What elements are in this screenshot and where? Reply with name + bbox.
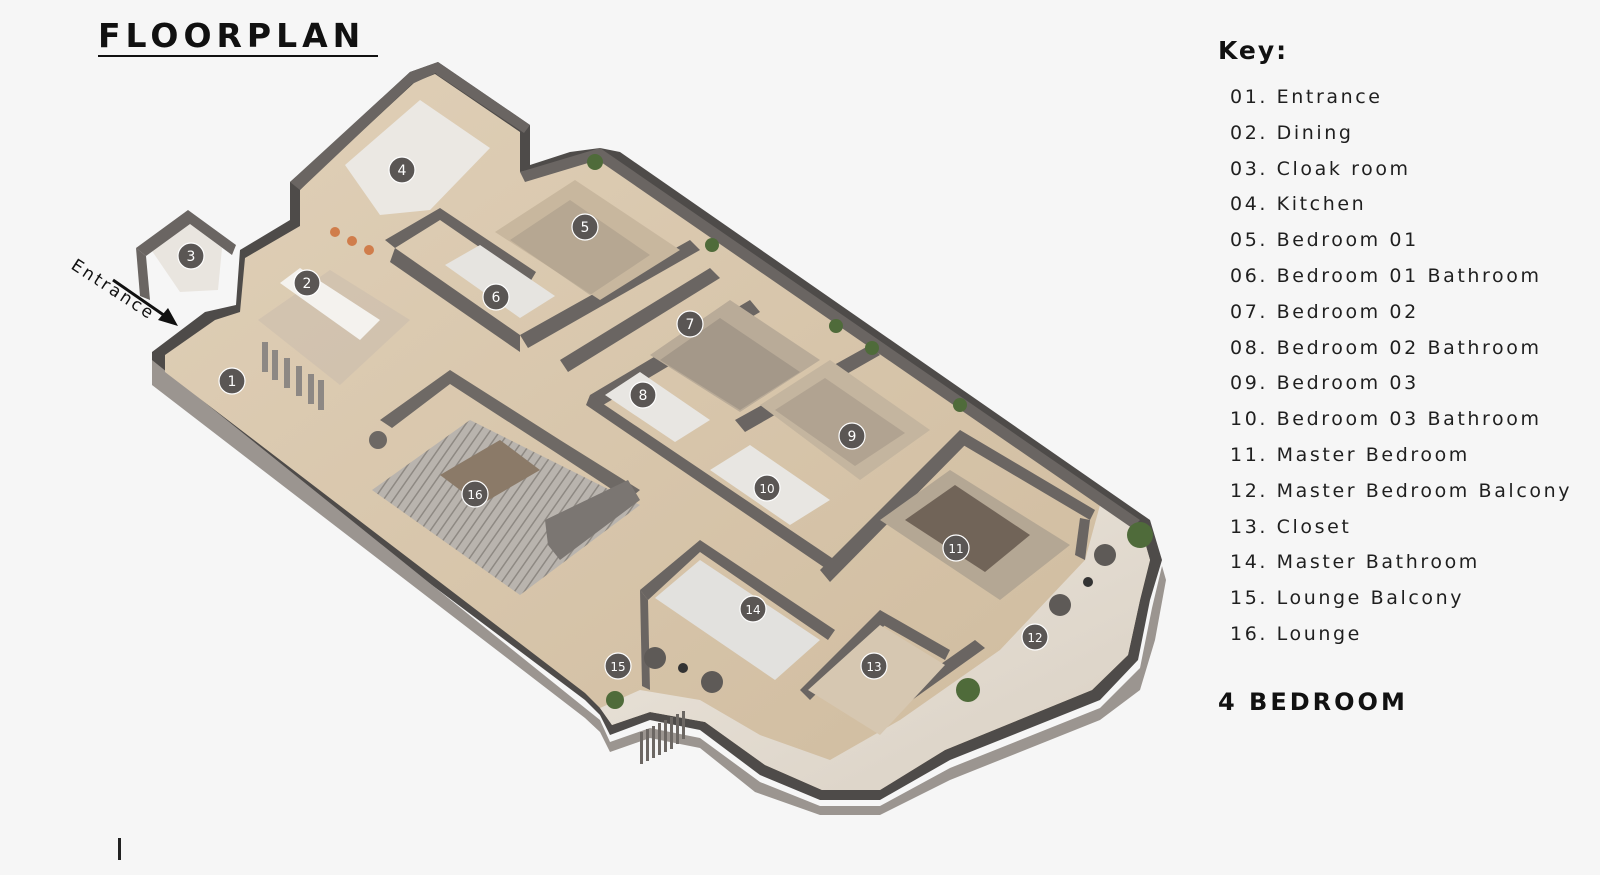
room-badge-circle	[838, 422, 866, 450]
key-item: 08. Bedroom 02 Bathroom	[1230, 336, 1542, 359]
room-badge-circle	[942, 534, 970, 562]
key-item: 07. Bedroom 02	[1230, 300, 1419, 323]
room-badge-number: 5	[581, 220, 590, 236]
room-badge-circle	[676, 310, 704, 338]
key-item: 13. Closet	[1230, 515, 1352, 538]
key-heading: Key:	[1218, 36, 1289, 65]
key-list: 01. Entrance 02. Dining 03. Cloak room 04. …	[1230, 80, 1572, 653]
room-badge-7: 7	[676, 310, 704, 338]
room-badge-12: 12	[1021, 623, 1049, 651]
key-item: 03. Cloak room	[1230, 157, 1411, 180]
entrance-arrow: Entrance	[67, 255, 178, 326]
room-badge-4: 4	[388, 156, 416, 184]
corner-mark	[118, 838, 121, 860]
bedroom-count-label: 4 BEDROOM	[1218, 688, 1408, 716]
room-badge-number: 8	[639, 388, 648, 404]
room-badge-circle	[177, 242, 205, 270]
room-badge-number: 9	[848, 429, 857, 445]
key-item: 10. Bedroom 03 Bathroom	[1230, 408, 1542, 431]
room-badge-number: 7	[686, 317, 695, 333]
title-underline	[98, 55, 378, 57]
room-badge-number: 15	[610, 660, 625, 674]
entrance-pillars	[262, 342, 324, 410]
balcony-furniture	[644, 544, 1116, 693]
room-badge-number: 14	[745, 603, 760, 617]
page-title: FLOORPLAN	[98, 16, 366, 55]
balcony-railing	[640, 711, 685, 764]
room-badge-number: 4	[398, 163, 407, 179]
key-item: 04. Kitchen	[1230, 193, 1367, 216]
key-item: 11. Master Bedroom	[1230, 443, 1470, 466]
key-item: 15. Lounge Balcony	[1230, 587, 1465, 610]
plants	[587, 154, 1153, 709]
room-badge-11: 11	[942, 534, 970, 562]
room-badge-number: 1	[228, 374, 237, 390]
room-badge-circle	[739, 595, 767, 623]
room-badge-circle	[629, 381, 657, 409]
room-badge-circle	[461, 480, 489, 508]
room-badge-3: 3	[177, 242, 205, 270]
room-badge-circle	[1021, 623, 1049, 651]
key-item: 14. Master Bathroom	[1230, 551, 1480, 574]
room-badge-number: 16	[467, 488, 482, 502]
room-badge-circle	[571, 213, 599, 241]
room-badge-circle	[482, 283, 510, 311]
room-badge-number: 6	[492, 290, 501, 306]
key-item: 05. Bedroom 01	[1230, 229, 1419, 252]
room-badge-6: 6	[482, 283, 510, 311]
room-badge-8: 8	[629, 381, 657, 409]
room-badge-1: 1	[218, 367, 246, 395]
room-badge-2: 2	[293, 269, 321, 297]
room-badge-5: 5	[571, 213, 599, 241]
room-badge-circle	[860, 652, 888, 680]
key-item: 06. Bedroom 01 Bathroom	[1230, 264, 1542, 287]
room-badge-circle	[293, 269, 321, 297]
room-badge-circle	[604, 652, 632, 680]
room-badge-9: 9	[838, 422, 866, 450]
room-badge-15: 15	[604, 652, 632, 680]
room-badge-14: 14	[739, 595, 767, 623]
room-badge-10: 10	[753, 474, 781, 502]
room-badge-number: 10	[759, 482, 774, 496]
key-item: 09. Bedroom 03	[1230, 372, 1419, 395]
key-item: 16. Lounge	[1230, 622, 1362, 645]
room-badge-number: 2	[303, 276, 312, 292]
key-item: 02. Dining	[1230, 121, 1354, 144]
key-item: 01. Entrance	[1230, 86, 1383, 108]
room-badge-circle	[753, 474, 781, 502]
key-item: 12. Master Bedroom Balcony	[1230, 479, 1573, 502]
room-badge-number: 3	[187, 249, 196, 265]
room-badge-number: 12	[1027, 631, 1042, 645]
room-badge-16: 16	[461, 480, 489, 508]
room-badge-circle	[388, 156, 416, 184]
room-badge-circle	[218, 367, 246, 395]
room-badge-number: 11	[948, 542, 963, 556]
room-badge-number: 13	[866, 660, 881, 674]
room-badge-13: 13	[860, 652, 888, 680]
